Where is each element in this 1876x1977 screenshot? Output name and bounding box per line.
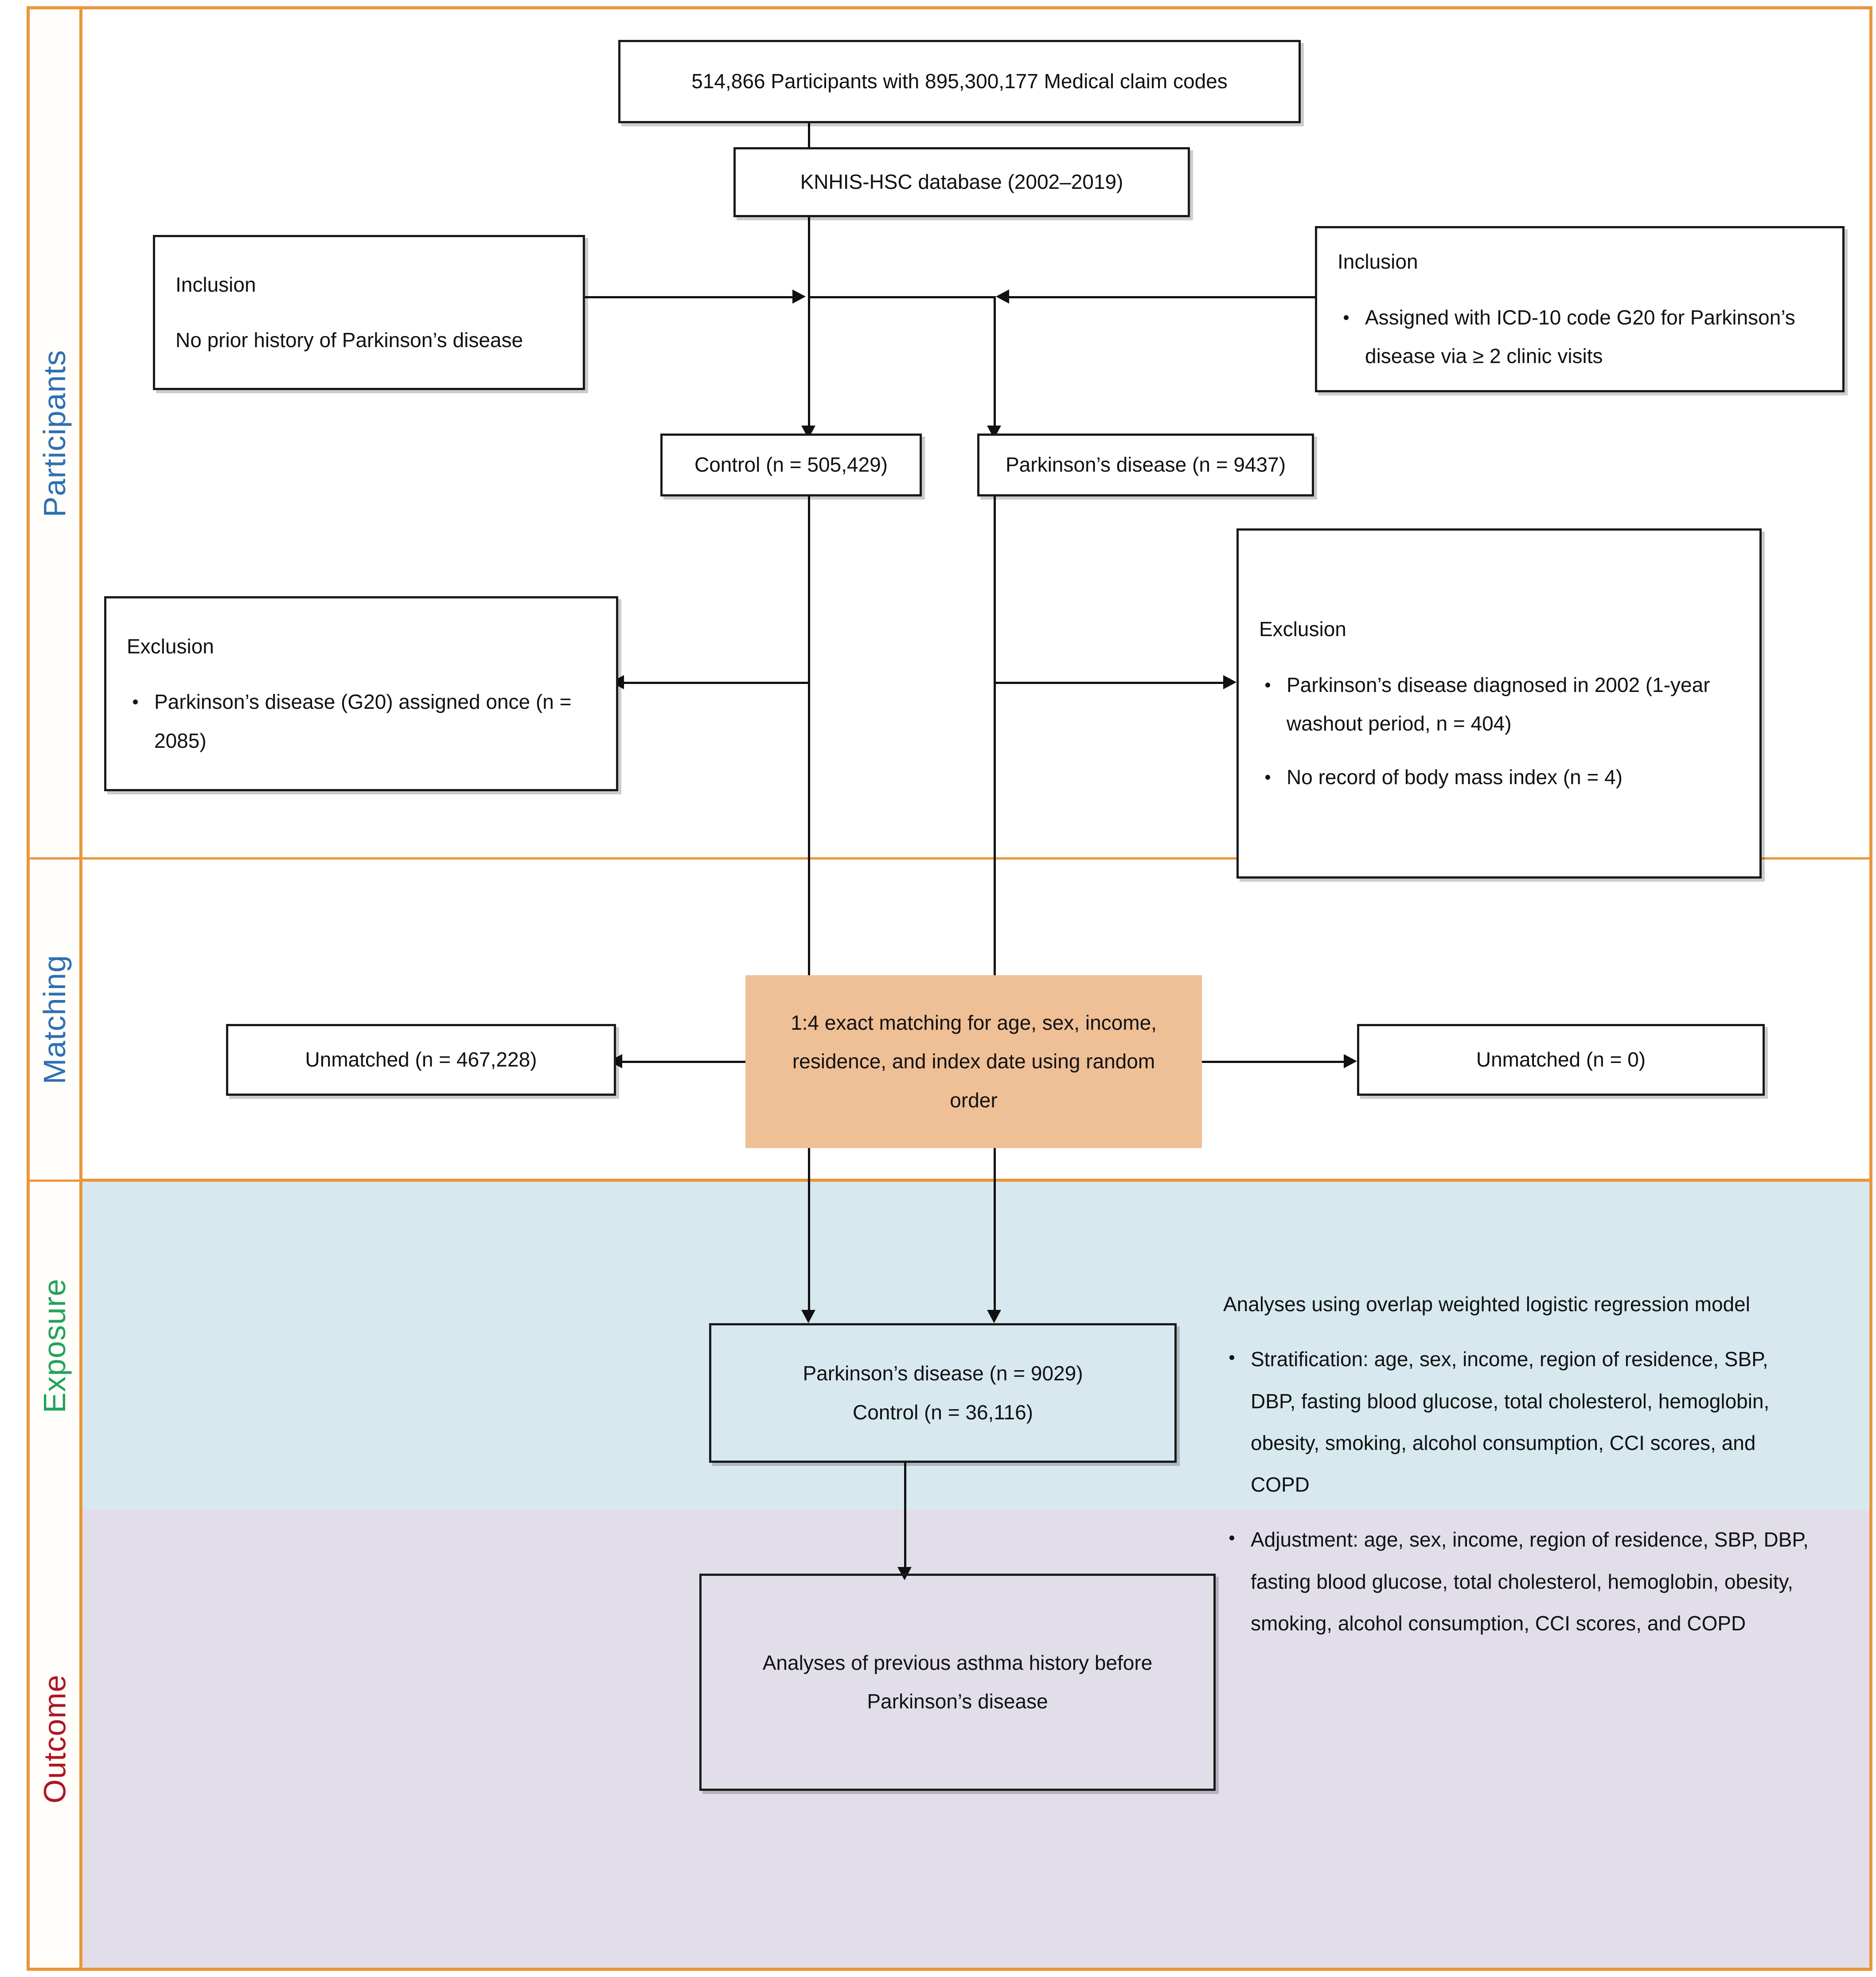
list-item: Stratification: age, sex, income, region… (1223, 1338, 1817, 1505)
arrowhead-unmatched-right (1344, 1054, 1357, 1068)
node-source-participants: 514,866 Participants with 895,300,177 Me… (618, 40, 1301, 123)
connector-to-parkinson (994, 296, 996, 434)
rail-label-matching: Matching (37, 954, 72, 1085)
rail-matching: Matching (27, 857, 82, 1182)
node-source-text: 514,866 Participants with 895,300,177 Me… (691, 70, 1228, 93)
exclusion-left-header: Exclusion (127, 634, 214, 658)
node-parkinson: Parkinson’s disease (n = 9437) (977, 434, 1314, 496)
analyses-bullets: Stratification: age, sex, income, region… (1223, 1338, 1817, 1644)
section-band-exposure (27, 1182, 1872, 1510)
connector-split-bus (808, 296, 996, 298)
rail-exposure: Exposure (27, 1182, 82, 1510)
node-database: KNHIS-HSC database (2002–2019) (733, 147, 1190, 217)
section-band-outcome (27, 1510, 1872, 1971)
connector-cohort-to-outcome (904, 1463, 906, 1574)
node-unmatched-right-text: Unmatched (n = 0) (1476, 1048, 1646, 1071)
arrowhead-exclusion-right (1223, 675, 1236, 689)
rail-label-outcome: Outcome (37, 1674, 72, 1803)
node-parkinson-text: Parkinson’s disease (n = 9437) (1005, 453, 1286, 477)
list-item: No record of body mass index (n = 4) (1259, 758, 1739, 797)
connector-source-to-database (808, 123, 810, 147)
connector-inclusion-right-to-bus (1009, 296, 1315, 298)
list-item: Assigned with ICD-10 code G20 for Parkin… (1338, 298, 1822, 376)
node-outcome-line2: Parkinson’s disease (867, 1690, 1048, 1713)
list-item: Parkinson’s disease (G20) assigned once … (127, 683, 596, 760)
node-exclusion-right: Exclusion Parkinson’s disease diagnosed … (1236, 528, 1762, 879)
rail-label-participants: Participants (37, 349, 72, 517)
node-exclusion-left: Exclusion Parkinson’s disease (G20) assi… (104, 596, 618, 791)
node-cohort-line2: Control (n = 36,116) (853, 1400, 1033, 1424)
inclusion-left-text: No prior history of Parkinson’s disease (176, 328, 523, 352)
arrowhead-inclusion-left (792, 289, 806, 304)
node-outcome-line1: Analyses of previous asthma history befo… (762, 1651, 1153, 1674)
inclusion-left-header: Inclusion (176, 273, 256, 296)
node-control: Control (n = 505,429) (660, 434, 922, 496)
node-matching-text: 1:4 exact matching for age, sex, income,… (791, 1011, 1157, 1112)
list-item: Adjustment: age, sex, income, region of … (1223, 1519, 1817, 1644)
node-inclusion-left: Inclusion No prior history of Parkinson’… (153, 235, 585, 390)
rail-outcome: Outcome (27, 1510, 82, 1971)
rail-participants: Participants (27, 6, 82, 857)
arrowhead-cohort-right (987, 1310, 1001, 1323)
node-outcome: Analyses of previous asthma history befo… (699, 1574, 1216, 1791)
node-unmatched-left: Unmatched (n = 467,228) (226, 1024, 616, 1096)
connector-matching-to-unmatched-right (1202, 1061, 1348, 1063)
list-item: Parkinson’s disease diagnosed in 2002 (1… (1259, 666, 1739, 743)
arrowhead-cohort-left (801, 1310, 815, 1323)
analyses-annotation: Analyses using overlap weighted logistic… (1223, 1283, 1817, 1657)
node-database-text: KNHIS-HSC database (2002–2019) (800, 170, 1123, 194)
connector-parkinson-down (994, 496, 996, 980)
node-cohort-line1: Parkinson’s disease (n = 9029) (803, 1362, 1083, 1385)
node-unmatched-left-text: Unmatched (n = 467,228) (305, 1048, 537, 1071)
connector-control-down (808, 496, 810, 980)
inclusion-right-bullets: Assigned with ICD-10 code G20 for Parkin… (1338, 298, 1822, 376)
connector-database-down (808, 217, 810, 297)
node-cohort: Parkinson’s disease (n = 9029) Control (… (709, 1323, 1177, 1463)
exclusion-right-bullets: Parkinson’s disease diagnosed in 2002 (1… (1259, 666, 1739, 797)
analyses-intro: Analyses using overlap weighted logistic… (1223, 1293, 1750, 1316)
node-unmatched-right: Unmatched (n = 0) (1357, 1024, 1765, 1096)
connector-matching-down-left (808, 1148, 810, 1317)
arrowhead-inclusion-right (996, 289, 1009, 304)
exclusion-right-header: Exclusion (1259, 617, 1346, 641)
rail-label-exposure: Exposure (37, 1278, 72, 1413)
connector-parkinson-to-exclusion-right (994, 682, 1229, 684)
connector-to-control (808, 296, 810, 434)
node-control-text: Control (n = 505,429) (694, 453, 888, 477)
node-matching: 1:4 exact matching for age, sex, income,… (745, 975, 1202, 1148)
connector-matching-down-right (994, 1148, 996, 1317)
exclusion-left-bullets: Parkinson’s disease (G20) assigned once … (127, 683, 596, 760)
connector-control-to-exclusion-left (618, 682, 809, 684)
inclusion-right-header: Inclusion (1338, 250, 1418, 273)
connector-inclusion-left-to-bus (585, 296, 793, 298)
connector-matching-to-unmatched-left (617, 1061, 745, 1063)
node-inclusion-right: Inclusion Assigned with ICD-10 code G20 … (1315, 226, 1845, 392)
